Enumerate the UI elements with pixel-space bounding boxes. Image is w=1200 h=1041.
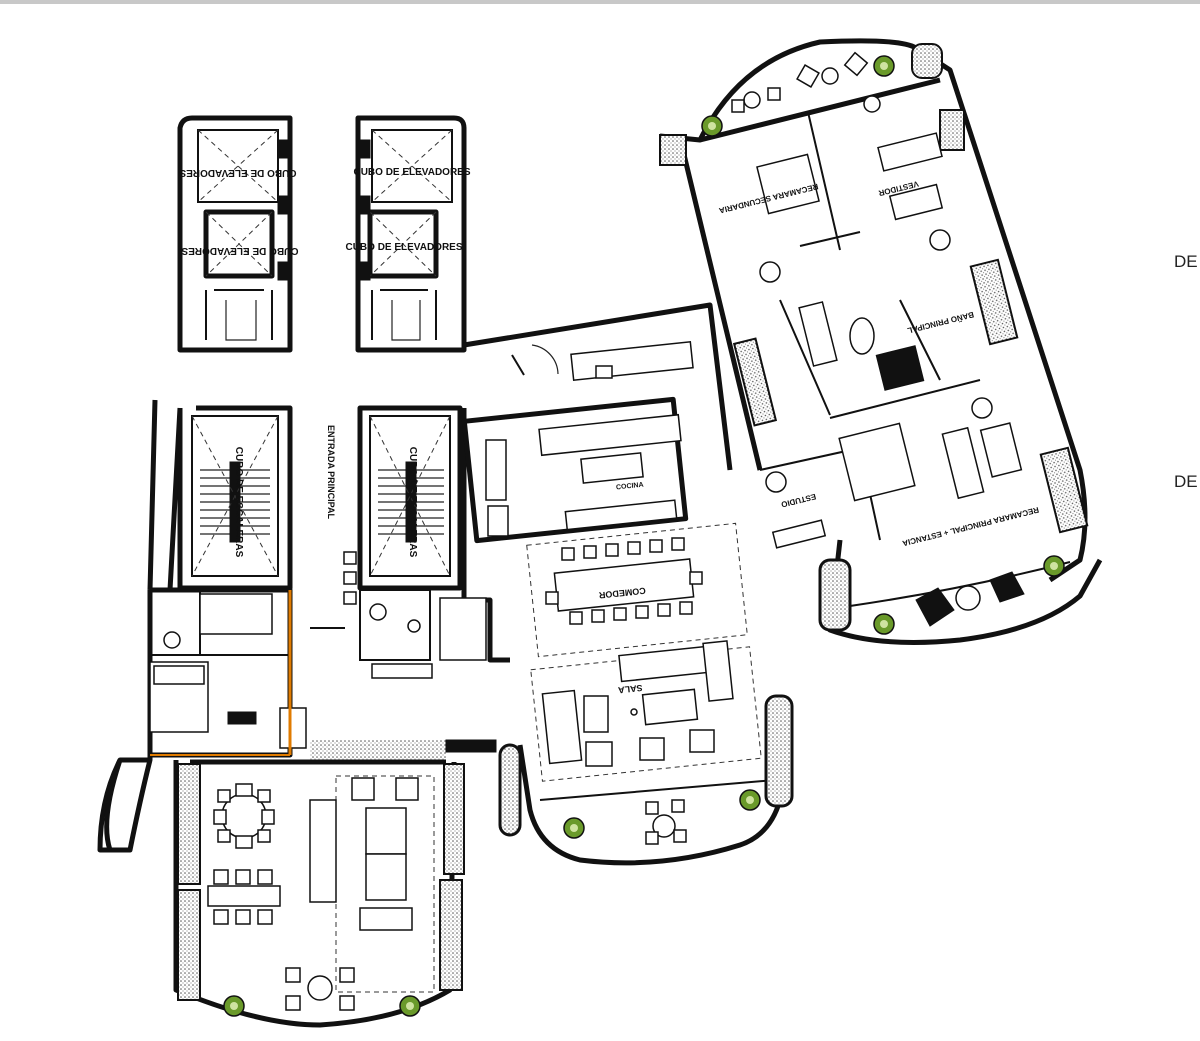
kitchen	[461, 340, 694, 544]
elevator-block-left	[177, 115, 293, 353]
study-label: ESTUDIO	[780, 492, 817, 509]
left-wing	[97, 399, 307, 853]
right-wing	[659, 38, 1089, 583]
elevator-block-right	[355, 115, 467, 353]
top-border	[0, 0, 1200, 4]
elevator-label-2: CUBO DE ELEVADORES	[181, 245, 298, 256]
side-label-bottom: DE	[1174, 472, 1198, 491]
side-label-top: DE	[1174, 252, 1198, 271]
living-label: SALA	[617, 683, 643, 696]
stair-core-right	[357, 405, 463, 591]
dining-label: COMEDOR	[598, 586, 646, 601]
central-hall	[310, 302, 733, 679]
stair-label-2: CUBO DE ESCALERAS	[407, 447, 418, 558]
living-room	[530, 640, 762, 782]
elevator-label-3: CUBO DE ELEVADORES	[353, 167, 470, 178]
elevator-label-1: CUBO DE ELEVADORES	[179, 167, 296, 178]
elevator-label-4: CUBO DE ELEVADORES	[345, 242, 462, 253]
main-bath-label: BAÑO PRINCIPAL	[906, 310, 975, 335]
terrace-right	[818, 539, 1103, 645]
terrace-center	[498, 694, 794, 866]
stair-label-1: CUBO DE ESCALERAS	[233, 447, 244, 558]
lower-lounge	[173, 739, 497, 1028]
dining-room	[526, 522, 748, 658]
entrance-label: ENTRADA PRINCIPAL	[326, 425, 336, 520]
kitchen-label: COCINA	[616, 482, 644, 492]
master-bedroom-label: RECAMARA PRINCIPAL + ESTANCIA	[901, 505, 1040, 548]
